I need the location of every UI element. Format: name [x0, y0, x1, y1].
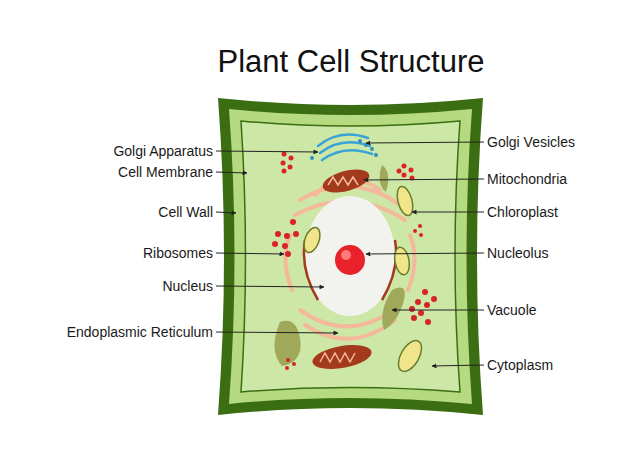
nucleus	[305, 196, 395, 316]
cell-wall	[218, 98, 483, 415]
part-label: Vacuole	[487, 302, 537, 318]
nucleolus	[335, 245, 365, 275]
part-label: Endoplasmic Reticulum	[67, 324, 213, 340]
ribosomes	[272, 152, 437, 371]
chloroplast	[301, 185, 426, 376]
part-label: Mitochondria	[487, 171, 567, 187]
mitochondrion	[320, 165, 372, 197]
diagram-title: Plant Cell Structure	[0, 44, 626, 80]
part-label: Cell Membrane	[118, 164, 213, 180]
leader-lines	[216, 142, 484, 366]
part-label: Cell Wall	[158, 204, 213, 220]
part-label: Nucleolus	[487, 245, 548, 261]
vacuole	[274, 165, 404, 366]
cell-membrane	[241, 121, 460, 392]
endoplasmic-reticulum	[285, 179, 414, 339]
nucleolus-shine	[341, 250, 351, 260]
part-label: Ribosomes	[143, 245, 213, 261]
golgi-vesicles	[310, 139, 378, 160]
part-label: Golgi Apparatus	[113, 143, 213, 159]
part-label: Chloroplast	[487, 204, 558, 220]
wall-inner	[229, 109, 472, 404]
part-label: Cytoplasm	[487, 357, 553, 373]
golgi-apparatus	[318, 134, 372, 160]
mitochondrion	[311, 341, 374, 373]
part-label: Golgi Vesicles	[487, 134, 575, 150]
part-label: Nucleus	[162, 278, 213, 294]
